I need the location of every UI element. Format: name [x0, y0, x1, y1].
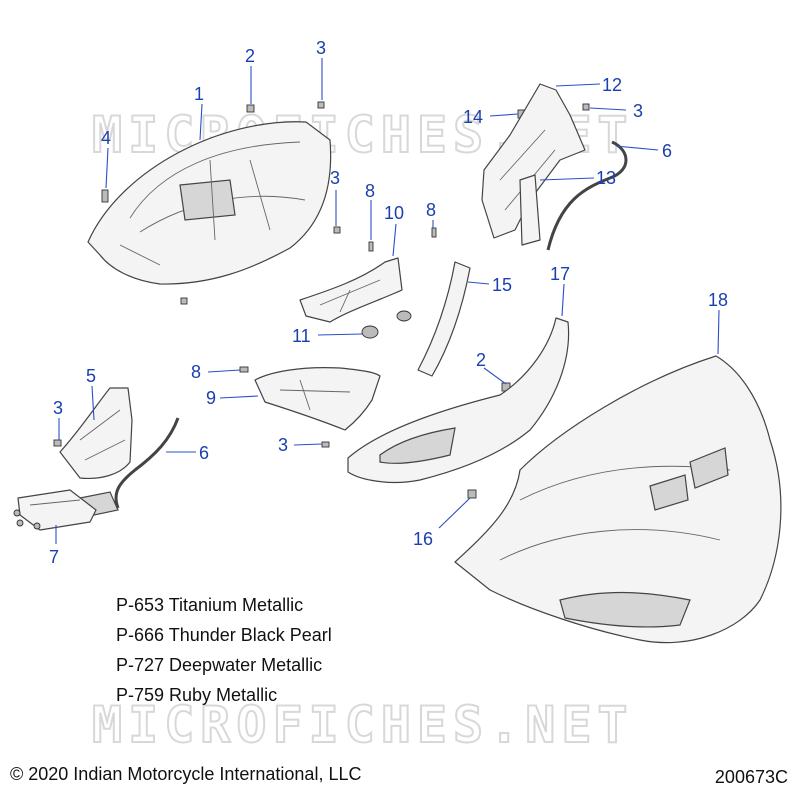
grommet-right	[396, 310, 412, 322]
callout-3-mid: 3	[330, 168, 340, 188]
callout-13: 13	[596, 168, 616, 188]
callout-18: 18	[708, 290, 728, 310]
part-4-clip	[101, 189, 109, 203]
callout-7: 7	[49, 547, 59, 567]
part-18-outer-fairing	[454, 355, 782, 644]
callout-3-top: 3	[316, 38, 326, 58]
paint-code-2: P-666 Thunder Black Pearl	[116, 625, 332, 645]
part-7-lower-panel	[13, 489, 97, 531]
callout-numbers: 1 2 3 3 3 3 4 5 6 6 7 8 8 8 9 10 11 12 1…	[49, 38, 728, 567]
callout-3-low: 3	[278, 435, 288, 455]
callout-12: 12	[602, 75, 622, 95]
part-1-inner-fairing	[87, 121, 332, 285]
leader-lines	[55, 58, 720, 544]
callout-10: 10	[384, 203, 404, 223]
callout-8-left: 8	[365, 181, 375, 201]
screw-3-mid	[333, 226, 341, 234]
screw-under-1	[180, 297, 188, 305]
callout-2-top: 2	[245, 46, 255, 66]
callout-8-right: 8	[426, 200, 436, 220]
diagram-id: 200673C	[714, 767, 788, 787]
part-10-bracket	[299, 257, 403, 323]
callout-1: 1	[194, 84, 204, 104]
paint-code-4: P-759 Ruby Metallic	[116, 685, 278, 705]
callout-17: 17	[550, 264, 570, 284]
callout-2-mid: 2	[476, 350, 486, 370]
paint-code-1: P-653 Titanium Metallic	[116, 595, 304, 615]
screw-8-low	[239, 366, 249, 373]
screw-8-left	[368, 241, 374, 252]
callout-16: 16	[413, 529, 433, 549]
paint-code-3: P-727 Deepwater Metallic	[116, 655, 323, 675]
screw-3-left	[53, 439, 62, 447]
watermark-bottom: MICROFICHES.NET	[92, 696, 634, 754]
part-6-hose-left	[114, 417, 180, 509]
part-16-clip	[467, 489, 477, 499]
callout-8-low: 8	[191, 362, 201, 382]
callout-15: 15	[492, 275, 512, 295]
callout-3-left: 3	[53, 398, 63, 418]
grommet-2-top	[246, 104, 255, 113]
copyright-text: © 2020 Indian Motorcycle International, …	[10, 764, 362, 784]
callout-6-left: 6	[199, 443, 209, 463]
screw-8-right	[431, 227, 437, 238]
callout-5: 5	[86, 366, 96, 386]
callout-11: 11	[292, 326, 311, 346]
part-12-13-right-bracket	[481, 83, 586, 246]
part-15-strip	[417, 261, 471, 377]
callout-6-right: 6	[662, 141, 672, 161]
part-17-vent-trim	[347, 317, 570, 483]
part-6-hose-right	[546, 140, 628, 251]
callout-4: 4	[101, 128, 111, 148]
callout-9: 9	[206, 388, 216, 408]
screw-3-low	[321, 441, 330, 448]
callout-14: 14	[463, 107, 483, 127]
part-11-grommet	[361, 325, 379, 339]
hardware-group	[53, 101, 590, 499]
part-9-lower-bracket	[254, 367, 381, 431]
callout-3-right: 3	[633, 101, 643, 121]
screw-3-top	[317, 101, 325, 109]
screw-3-right	[582, 103, 590, 111]
